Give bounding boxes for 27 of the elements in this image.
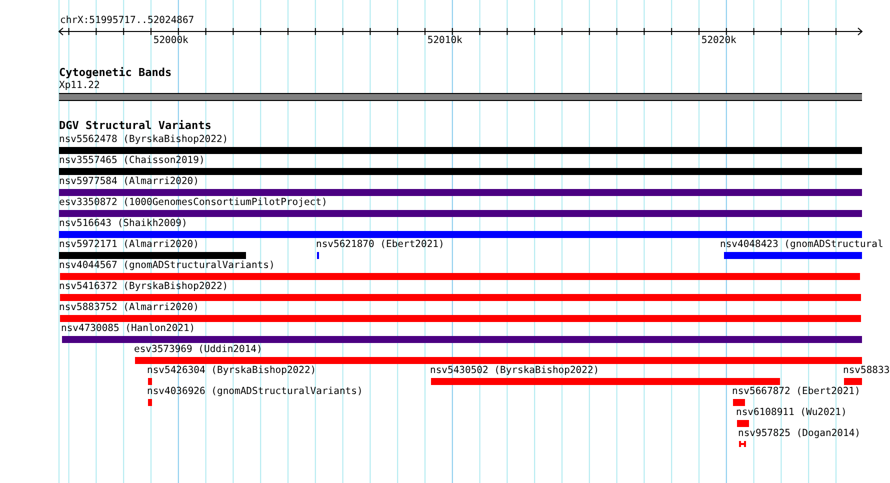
feature-label: nsv516643 (Shaikh2009) [59,218,188,230]
feature-label: nsv5416372 (ByrskaBishop2022) [59,281,228,293]
feature-label: nsv5883752 (Almarri2020) [59,302,199,314]
feature-label: nsv5621870 (Ebert2021) [316,239,444,251]
tick-label: 52000k [153,35,188,47]
feature-label: nsv5667872 (Ebert2021) [732,386,860,398]
position-label: chrX:51995717..52024867 [60,15,194,27]
feature-label: nsv4044567 (gnomADStructuralVariants) [59,260,275,272]
feature-label: esv3573969 (Uddin2014) [134,344,262,356]
feature-label: nsv4036926 (gnomADStructuralVariants) [147,386,363,398]
feature-label: nsv58833 [843,365,890,377]
tick-label: 52010k [427,35,462,47]
track-heading: Cytogenetic Bands [59,67,172,79]
feature-label: nsv957825 (Dogan2014) [738,428,860,440]
feature-label: Xp11.22 [59,80,100,92]
tick-label: 52020k [701,35,736,47]
track-heading: DGV Structural Variants [59,120,212,132]
feature-label: nsv6108911 (Wu2021) [736,407,847,419]
feature-label: esv3350872 (1000GenomesConsortiumPilotProject) [59,197,328,209]
feature-label: nsv5426304 (ByrskaBishop2022) [147,365,316,377]
feature-label: nsv5430502 (ByrskaBishop2022) [430,365,600,377]
feature-label: nsv3557465 (Chaisson2019) [59,155,205,167]
feature-label: nsv4730085 (Hanlon2021) [61,323,196,335]
feature-label: nsv5977584 (Almarri2020) [59,176,199,188]
feature-label: nsv4048423 (gnomADStructural [720,239,884,251]
feature-label: nsv5972171 (Almarri2020) [59,239,199,251]
feature-label: nsv5562478 (ByrskaBishop2022) [59,134,228,146]
